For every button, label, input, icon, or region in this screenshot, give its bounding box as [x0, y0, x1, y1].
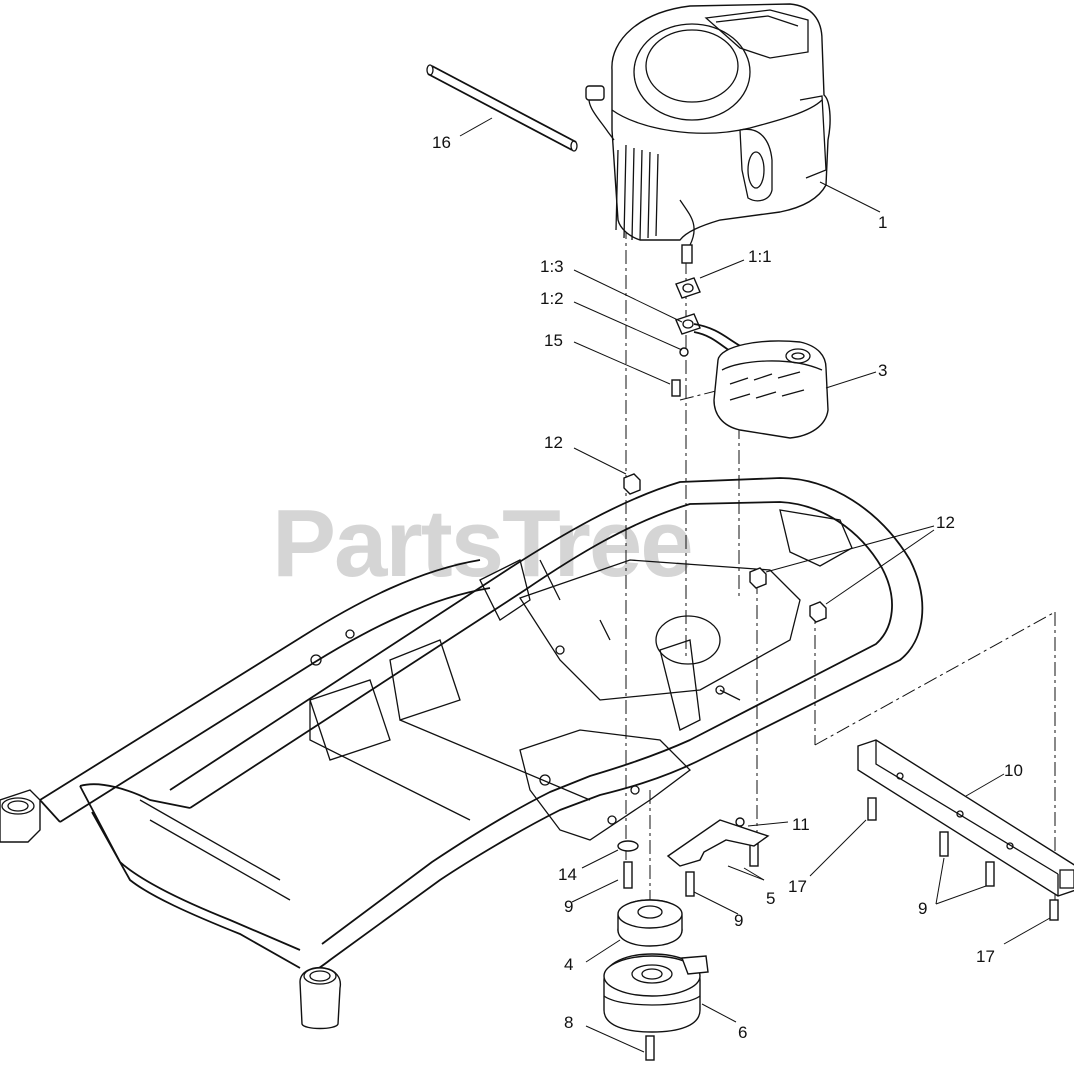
muffler	[713, 340, 829, 439]
hardware	[617, 797, 1059, 921]
callout-6: 6	[738, 1023, 747, 1042]
callout-14: 14	[558, 865, 577, 884]
leader-lines	[459, 117, 1051, 1053]
callout-5: 5	[766, 889, 775, 908]
exhaust-gaskets	[671, 277, 749, 397]
chassis-frame	[0, 477, 924, 1030]
clutch	[603, 953, 709, 1061]
callout-4: 4	[564, 955, 573, 974]
alignment-lines	[625, 225, 1056, 915]
callout-8: 8	[564, 1013, 573, 1032]
callout-1-3: 1:3	[540, 257, 564, 276]
callout-1: 1	[878, 213, 887, 232]
callout-17-center: 17	[788, 877, 807, 896]
rear-crossbar	[857, 739, 1074, 897]
callout-1-2: 1:2	[540, 289, 564, 308]
callout-9-right: 9	[918, 899, 927, 918]
callout-9-left: 9	[564, 897, 573, 916]
callout-10: 10	[1004, 761, 1023, 780]
callout-15: 15	[544, 331, 563, 350]
engine	[585, 3, 831, 264]
callout-1-1: 1:1	[748, 247, 772, 266]
callout-labels: 16 1 1:1 1:3 1:2 15 3 12 12 10 11 14 9 9…	[432, 133, 1023, 1042]
callout-17-right: 17	[976, 947, 995, 966]
callout-12-upper: 12	[544, 433, 563, 452]
callout-9-center: 9	[734, 911, 743, 930]
callout-3: 3	[878, 361, 887, 380]
callout-12-lower: 12	[936, 513, 955, 532]
pulley	[617, 899, 683, 947]
watermark: PartsTree	[272, 490, 692, 597]
dipstick-tube	[426, 64, 578, 152]
callout-11: 11	[792, 815, 810, 834]
flange-nuts	[623, 473, 827, 623]
callout-16: 16	[432, 133, 451, 152]
